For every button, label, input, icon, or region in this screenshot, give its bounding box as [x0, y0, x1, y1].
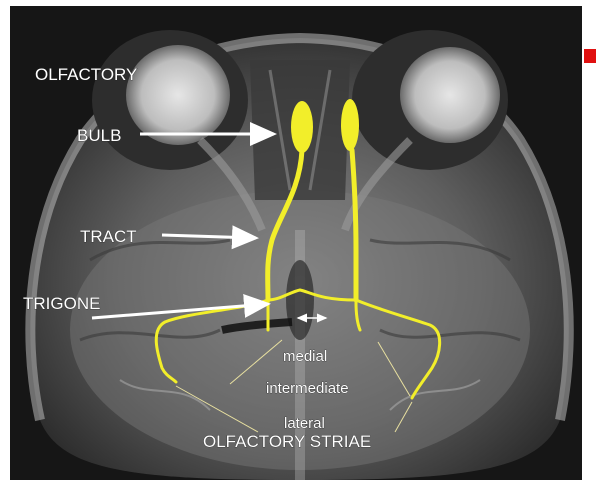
label-intermediate: intermediate: [266, 380, 349, 397]
label-medial: medial: [283, 348, 327, 365]
red-square-marker: [584, 49, 596, 63]
label-olfactory-striae: OLFACTORY STRIAE: [203, 432, 371, 451]
label-trigone: TRIGONE: [23, 294, 100, 313]
right-olfactory-bulb: [341, 99, 359, 151]
left-olfactory-bulb: [291, 101, 313, 153]
label-bulb: BULB: [77, 126, 121, 145]
label-lateral: lateral: [284, 415, 325, 432]
label-olfactory: OLFACTORY: [35, 65, 137, 84]
label-tract: TRACT: [80, 227, 137, 246]
